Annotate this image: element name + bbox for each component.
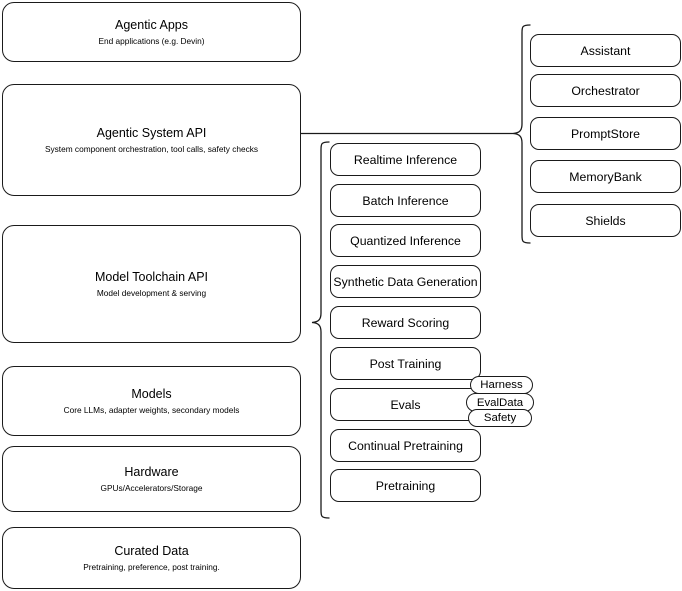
toolchain-item-evals[interactable]: Evals [330,388,481,421]
system-item-label: Orchestrator [571,83,640,98]
toolchain-item-reward-scoring[interactable]: Reward Scoring [330,306,481,339]
system-item-label: PromptStore [570,126,641,141]
toolchain-item-label: Evals [390,397,421,412]
eval-pill-label: EvalData [476,396,524,409]
toolchain-item-label: Post Training [369,356,442,371]
stack-layer-title: Models [131,387,172,401]
system-api-to-right-brace-connector [300,126,515,142]
stack-layer-subtitle: Pretraining, preference, post training. [83,562,220,572]
system-item-label: Assistant [580,43,631,58]
eval-pill-label: Harness [480,379,523,391]
stack-layer-title: Curated Data [114,544,189,558]
stack-layer-agentic-system-api[interactable]: Agentic System API System component orch… [2,84,301,196]
system-item-shields[interactable]: Shields [530,204,681,237]
toolchain-item-continual-pretraining[interactable]: Continual Pretraining [330,429,481,462]
eval-pill-harness[interactable]: Harness [470,376,533,394]
toolchain-item-pretraining[interactable]: Pretraining [330,469,481,502]
toolchain-item-label: Pretraining [375,478,436,493]
eval-pill-label: Safety [483,412,517,424]
stack-layer-title: Hardware [124,465,179,479]
stack-layer-model-toolchain-api[interactable]: Model Toolchain API Model development & … [2,225,301,343]
system-item-label: MemoryBank [569,169,642,184]
stack-layer-subtitle: Core LLMs, adapter weights, secondary mo… [63,405,240,415]
toolchain-item-quantized-inference[interactable]: Quantized Inference [330,224,481,257]
system-item-label: Shields [585,213,626,228]
system-item-memorybank[interactable]: MemoryBank [530,160,681,193]
toolchain-item-label: Continual Pretraining [348,438,463,453]
stack-layer-subtitle: System component orchestration, tool cal… [44,144,259,154]
stack-layer-models[interactable]: Models Core LLMs, adapter weights, secon… [2,366,301,436]
system-item-orchestrator[interactable]: Orchestrator [530,74,681,107]
toolchain-item-label: Reward Scoring [361,315,450,330]
stack-layer-curated-data[interactable]: Curated Data Pretraining, preference, po… [2,527,301,589]
stack-layer-hardware[interactable]: Hardware GPUs/Accelerators/Storage [2,446,301,512]
system-item-promptstore[interactable]: PromptStore [530,117,681,150]
stack-layer-title: Agentic System API [96,126,207,140]
toolchain-item-label: Synthetic Data Generation [333,274,478,289]
eval-pill-safety[interactable]: Safety [468,409,532,427]
toolchain-brace [305,138,331,524]
toolchain-item-realtime-inference[interactable]: Realtime Inference [330,143,481,176]
system-item-assistant[interactable]: Assistant [530,34,681,67]
stack-layer-title: Model Toolchain API [94,270,209,284]
eval-pill-evaldata[interactable]: EvalData [466,393,534,412]
toolchain-item-synthetic-data-generation[interactable]: Synthetic Data Generation [330,265,481,298]
toolchain-item-label: Batch Inference [362,193,449,208]
stack-layer-agentic-apps[interactable]: Agentic Apps End applications (e.g. Devi… [2,2,301,62]
stack-layer-subtitle: Model development & serving [96,288,207,298]
stack-layer-subtitle: GPUs/Accelerators/Storage [100,483,203,493]
toolchain-item-post-training[interactable]: Post Training [330,347,481,380]
stack-layer-subtitle: End applications (e.g. Devin) [98,36,205,46]
toolchain-item-batch-inference[interactable]: Batch Inference [330,184,481,217]
stack-layer-title: Agentic Apps [115,18,188,32]
toolchain-item-label: Realtime Inference [353,152,458,167]
toolchain-item-label: Quantized Inference [350,233,461,248]
